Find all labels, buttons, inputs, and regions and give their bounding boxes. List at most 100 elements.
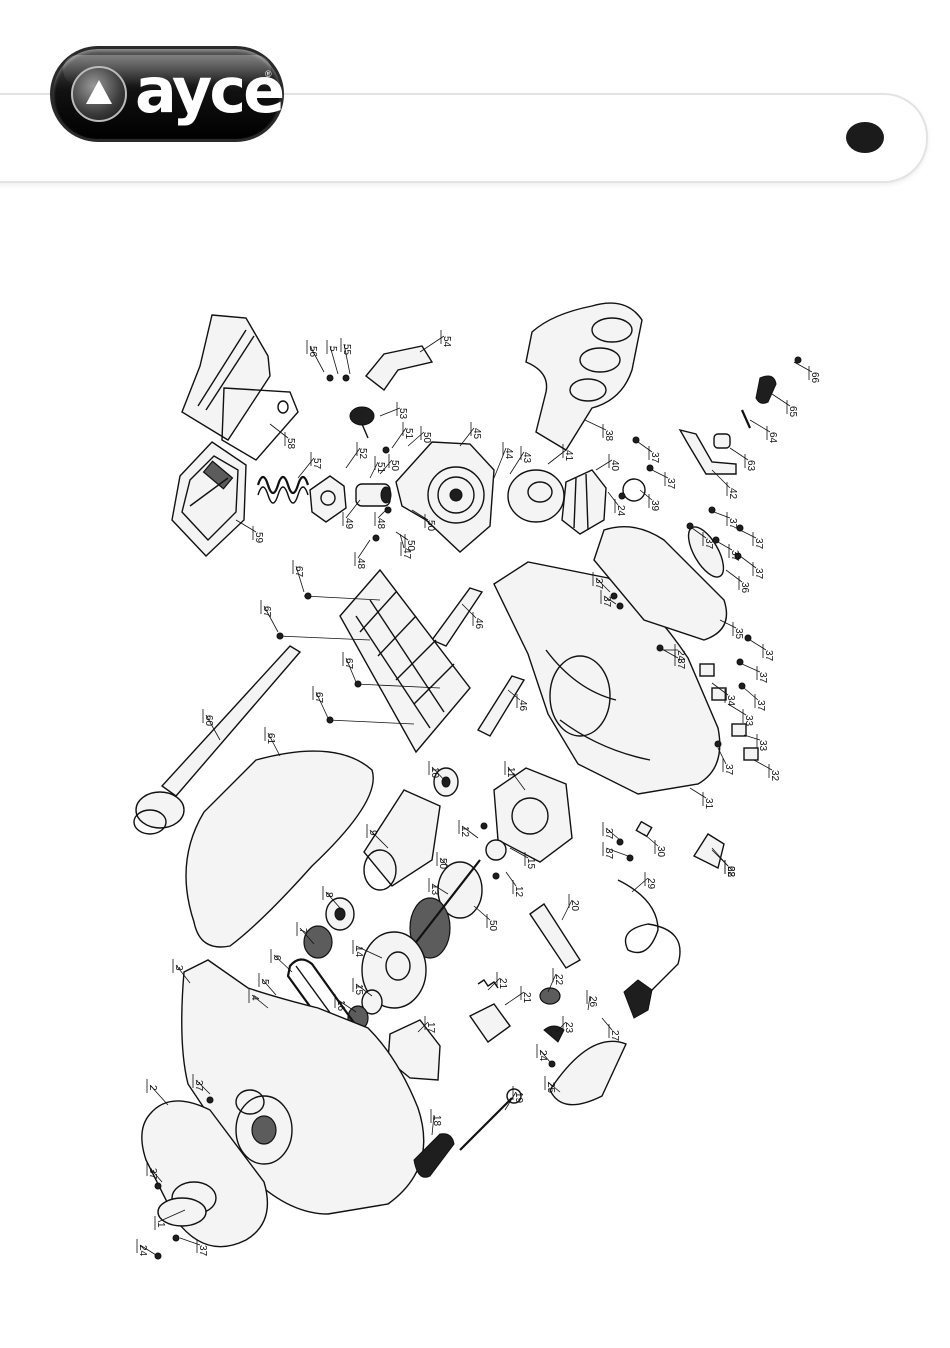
callout-leader: [431, 1114, 435, 1136]
callout-number: 37: [729, 550, 740, 562]
callout-leader: [149, 1084, 169, 1106]
callout-number: 11: [505, 767, 516, 778]
callout-number: 58: [285, 438, 296, 450]
callout-number: 12: [459, 826, 470, 838]
callout-leader: [417, 1021, 429, 1033]
callout-number: 30: [655, 846, 666, 858]
callout-leader: [493, 447, 507, 479]
callout-number: 37: [603, 848, 614, 860]
callout-number: 37: [723, 764, 734, 776]
part-strip-upper: [430, 587, 484, 647]
callout-number: 62: [725, 866, 736, 878]
part-side-cover: [593, 525, 728, 641]
callout-number: 16: [335, 1000, 346, 1012]
callout-number: 24: [537, 1050, 548, 1062]
callout-leader: [743, 687, 759, 701]
callout-leader: [651, 469, 669, 479]
callout-leader: [461, 825, 479, 839]
part-disc: [361, 931, 427, 1009]
callout-leader: [369, 829, 389, 849]
callout-leader: [139, 1244, 157, 1256]
callout-number: 36: [739, 582, 750, 594]
callout-number: 51: [403, 428, 414, 440]
callout-number: 33: [743, 715, 754, 727]
callout-number: 50: [487, 920, 498, 932]
part-guard-cone: [549, 1040, 627, 1106]
callout-leader: [717, 541, 733, 551]
callout-leader: [345, 499, 361, 519]
callout-leader: [395, 531, 409, 541]
callout-number: 42: [727, 488, 738, 500]
callout-number: 37: [703, 538, 714, 550]
callout-leader: [329, 345, 339, 375]
part-tube-piece: [529, 903, 581, 969]
callout-leader: [357, 539, 371, 559]
callout-number: 67: [343, 658, 354, 670]
callout-leader: [555, 1021, 567, 1033]
callout-number: 37: [147, 1168, 158, 1180]
callout-leader: [337, 999, 357, 1013]
callout-number: 37: [757, 672, 768, 684]
callout-number: 60: [203, 715, 214, 727]
callout-leader: [431, 883, 449, 895]
callout-leader: [689, 787, 707, 799]
callout-number: 4: [249, 995, 260, 1001]
callout-number: 53: [397, 408, 408, 420]
callout-leader: [149, 1167, 163, 1183]
callout-leader: [261, 978, 277, 996]
callout-number: 18: [431, 1115, 442, 1127]
callout-leader: [607, 491, 619, 506]
callout-leader: [507, 766, 526, 791]
callout-leader: [587, 995, 591, 1011]
part-brush-spring: [477, 979, 499, 989]
callout-number: 65: [787, 406, 798, 418]
part-spring: [256, 475, 310, 504]
callout-leader: [637, 441, 653, 453]
callout-number: 37: [755, 700, 766, 712]
callout-number: 37: [593, 578, 604, 590]
callout-leader: [267, 732, 281, 757]
callout-number: 39: [649, 500, 660, 512]
callout-number: 55: [341, 344, 352, 356]
part-lock-button: [539, 987, 561, 1005]
callout-number: 31: [703, 798, 714, 810]
callout-number: 2: [147, 1085, 158, 1091]
callout-number: 37: [675, 658, 686, 670]
part-wing-knob: [349, 406, 375, 439]
part-dust-bag: [185, 750, 374, 948]
callout-leader: [547, 1081, 561, 1093]
callout-number: 15: [353, 984, 364, 996]
part-clip-34: [699, 663, 715, 677]
callout-number: 61: [265, 733, 276, 745]
part-main-body: [181, 959, 425, 1215]
part-brush-holder: [468, 1003, 511, 1043]
callout-leader: [391, 427, 407, 449]
callout-number: 29: [645, 878, 656, 890]
callout-number: 37: [603, 828, 614, 840]
callout-number: 49: [343, 518, 354, 530]
callout-leader: [205, 714, 221, 741]
callout-number: 37: [753, 538, 764, 550]
part-bearing-15: [361, 989, 383, 1015]
part-adjuster-ring: [507, 469, 565, 523]
callout-leader: [605, 827, 621, 841]
callout-leader: [325, 891, 341, 909]
part-wrench: [459, 1088, 522, 1151]
callout-number: 57: [311, 458, 322, 470]
callout-number: 37: [649, 452, 660, 464]
callout-number: 54: [441, 336, 452, 348]
callout-number: 45: [471, 428, 482, 440]
callout-number: 50: [425, 520, 436, 532]
callout-leader: [584, 419, 607, 431]
part-armature: [409, 859, 483, 959]
callout-number: 21: [521, 992, 532, 1004]
callout-number: 35: [733, 628, 744, 640]
part-angle-bracket: [678, 428, 737, 475]
callout-number: 19: [513, 1092, 524, 1104]
callout-number: 46: [473, 618, 484, 630]
part-strip-lower: [476, 675, 526, 737]
part-terminal: [635, 820, 653, 838]
part-lever: [755, 375, 777, 404]
